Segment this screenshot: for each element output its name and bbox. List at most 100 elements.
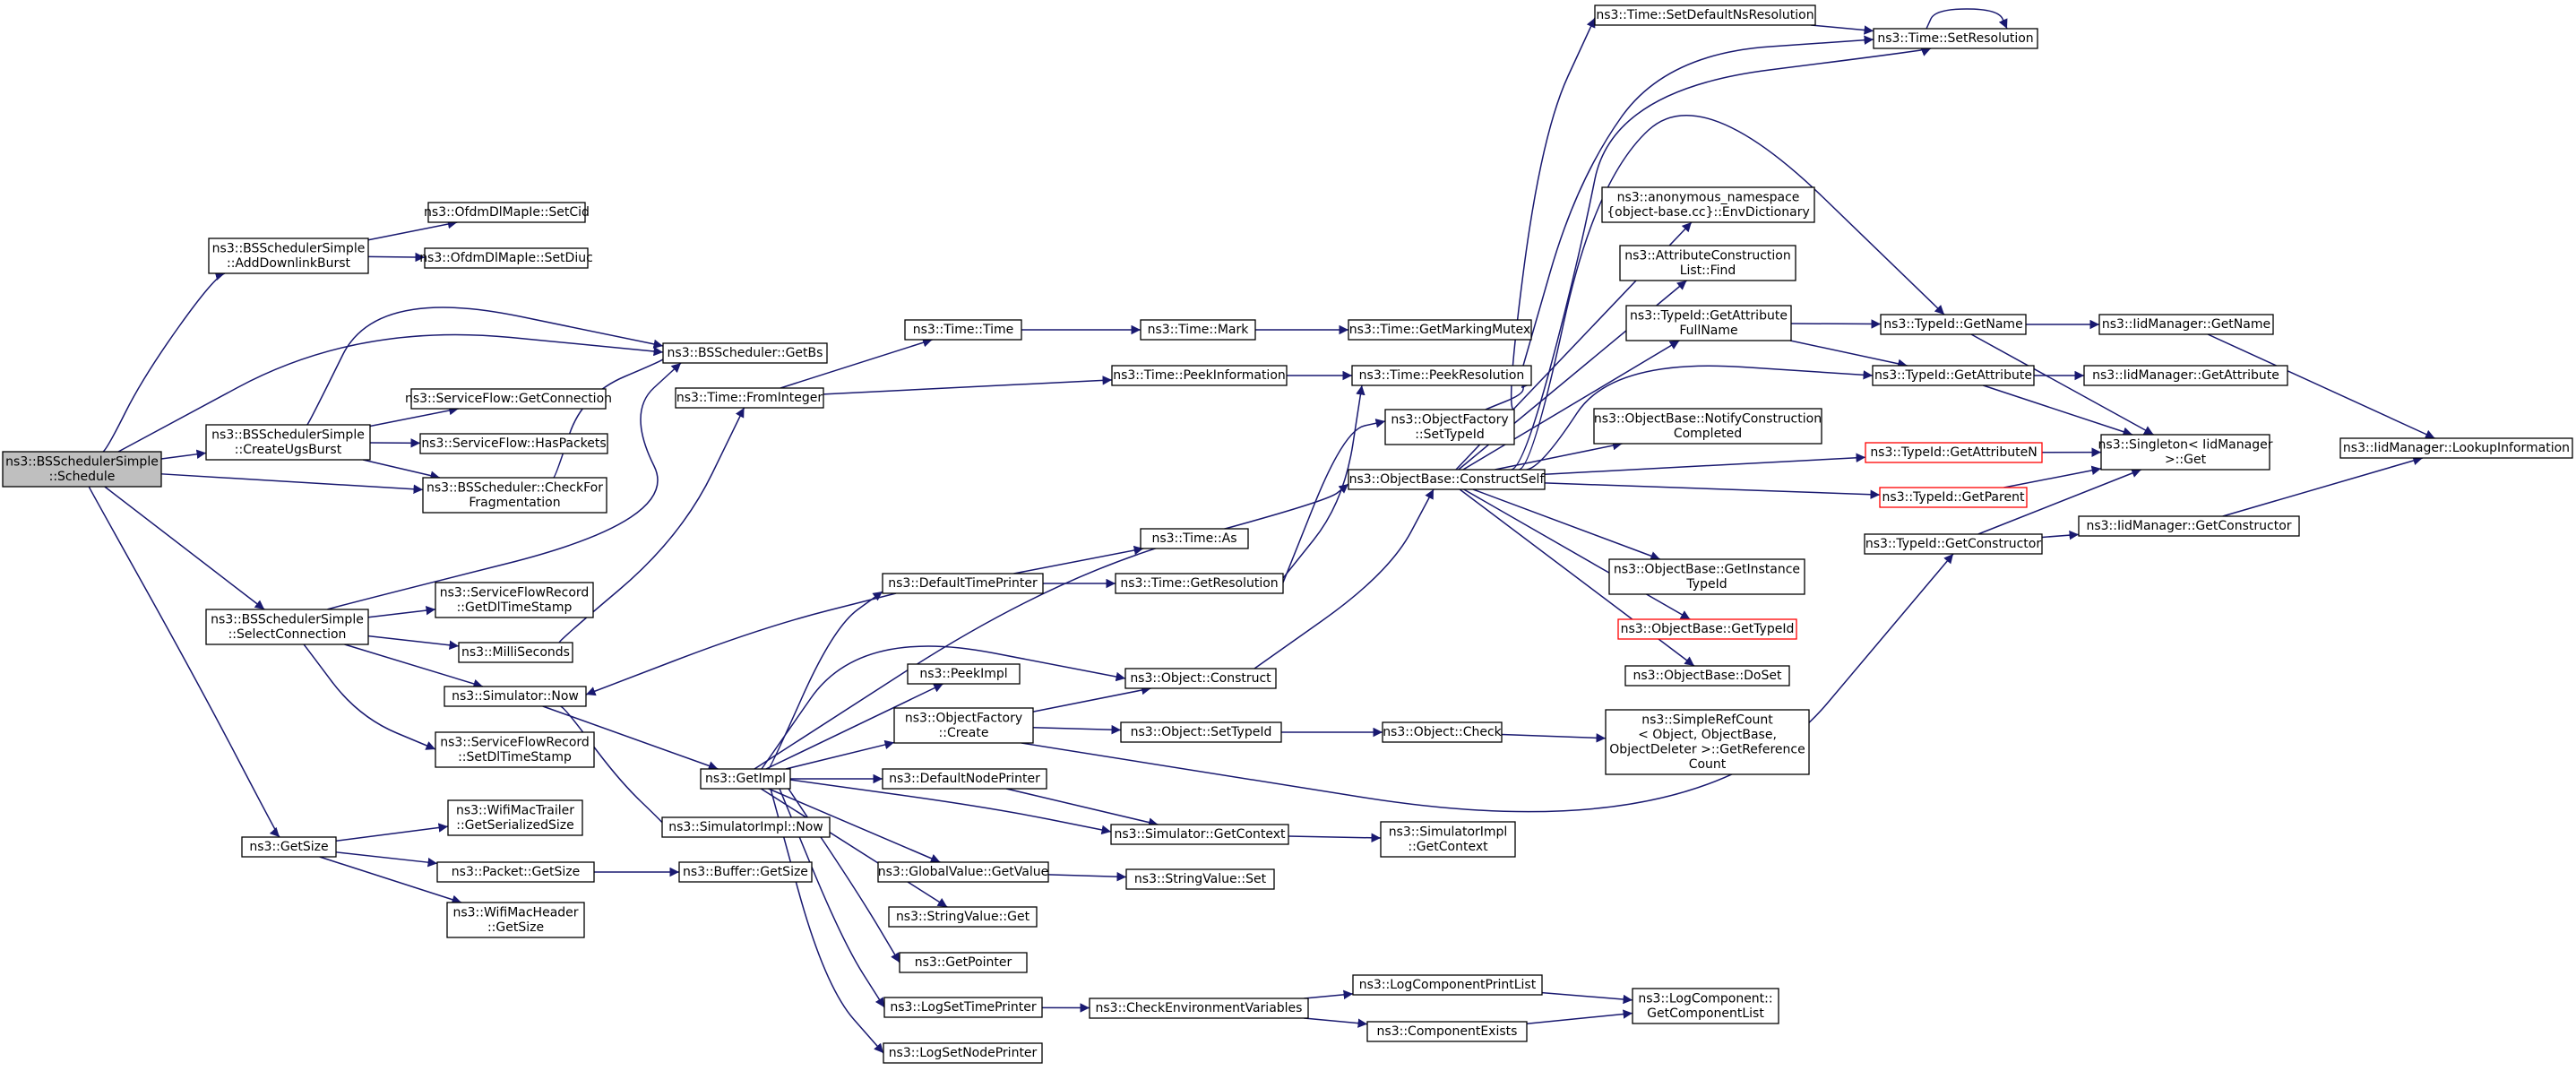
node-obGetTypeId[interactable]: ns3::ObjectBase::GetTypeId [1617,618,1797,640]
node-checkEnvVars[interactable]: ns3::CheckEnvironmentVariables [1089,998,1309,1019]
node-tidGetAttribute[interactable]: ns3::TypeId::GetAttribute [1872,365,2035,386]
node-iidLookup[interactable]: ns3::IidManager::LookupInformation [2339,437,2573,459]
node-getImpl[interactable]: ns3::GetImpl [700,768,791,790]
node-defaultTimePrinter[interactable]: ns3::DefaultTimePrinter [882,573,1044,594]
node-label: ns3::Time::SetResolution [1877,31,2033,46]
node-setDiuc[interactable]: ns3::OfdmDlMapIe::SetDiuc [419,247,593,269]
node-box [1111,365,1288,386]
node-logCompPrintList[interactable]: ns3::LogComponentPrintList [1352,974,1543,996]
node-box [1608,558,1805,595]
node-wifiHeader[interactable]: ns3::WifiMacHeader::GetSize [446,902,585,938]
call-edge [788,788,900,963]
node-getSize[interactable]: ns3::GetSize [241,836,337,858]
node-svGet[interactable]: ns3::StringValue::Get [888,906,1038,928]
node-selectConnection[interactable]: ns3::BSSchedulerSimple::SelectConnection [205,609,369,645]
node-timeAs[interactable]: ns3::Time::As [1140,528,1249,549]
node-box [435,731,595,768]
node-getMarkingMutex[interactable]: ns3::Time::GetMarkingMutex [1348,319,1532,341]
node-componentExists[interactable]: ns3::ComponentExists [1366,1021,1528,1042]
node-simImplGetContext[interactable]: ns3::SimulatorImpl::GetContext [1380,821,1516,858]
node-wifiTrailer[interactable]: ns3::WifiMacTrailer::GetSerializedSize [447,799,583,836]
node-box [446,902,585,938]
node-label: Count [1689,757,1727,772]
edge-arrow [760,788,948,908]
node-sfrSetDl[interactable]: ns3::ServiceFlowRecord::SetDlTimeStamp [435,731,595,768]
node-notifyCompleted[interactable]: ns3::ObjectBase::NotifyConstructionCompl… [1593,408,1822,445]
node-iidGetConstructor[interactable]: ns3::IidManager::GetConstructor [2078,515,2300,537]
call-edge [367,219,458,241]
node-gvGetValue[interactable]: ns3::GlobalValue::GetValue [877,861,1049,883]
node-packetGetSize[interactable]: ns3::Packet::GetSize [436,861,595,883]
node-svSet[interactable]: ns3::StringValue::Set [1125,868,1275,890]
node-setResolution[interactable]: ns3::Time::SetResolution [1873,28,2038,49]
node-setCid[interactable]: ns3::OfdmDlMapIe::SetCid [424,202,590,223]
node-peekInformation[interactable]: ns3::Time::PeekInformation [1111,365,1288,386]
node-obDoSet[interactable]: ns3::ObjectBase::DoSet [1624,665,1790,687]
call-edge [1544,482,1881,499]
node-label: ns3::GetSize [249,840,328,854]
call-edge [765,683,943,770]
node-fromInteger[interactable]: ns3::Time::FromInteger [675,387,824,409]
node-addDownlinkBurst[interactable]: ns3::BSSchedulerSimple::AddDownlinkBurst [208,238,369,274]
node-getComponentList[interactable]: ns3::LogComponent::GetComponentList [1632,988,1779,1024]
node-setDefaultNsRes[interactable]: ns3::Time::SetDefaultNsResolution [1594,4,1816,26]
node-getPointer[interactable]: ns3::GetPointer [899,952,1028,973]
node-timeMark[interactable]: ns3::Time::Mark [1140,319,1256,341]
node-milliSeconds[interactable]: ns3::MilliSeconds [458,642,573,663]
call-edge [1926,8,2008,30]
node-box [1879,487,2028,508]
call-edge [160,449,207,460]
edge-arrow [1983,384,2133,436]
edge-arrow [1544,482,1881,499]
node-ofCreate[interactable]: ns3::ObjectFactory::Create [893,707,1034,744]
node-getParent[interactable]: ns3::TypeId::GetParent [1879,487,2028,508]
call-edge [367,635,460,650]
call-edge [367,252,426,263]
node-peekResolution[interactable]: ns3::Time::PeekResolution [1351,365,1532,386]
node-defaultNodePrinter[interactable]: ns3::DefaultNodePrinter [882,768,1047,790]
node-iidGetAttribute[interactable]: ns3::IidManager::GetAttribute [2083,365,2288,386]
node-iidGetName[interactable]: ns3::IidManager::GetName [2098,314,2274,335]
node-sfHasPackets[interactable]: ns3::ServiceFlow::HasPackets [419,433,608,454]
node-timeTime[interactable]: ns3::Time::Time [904,319,1022,341]
node-simGetContext[interactable]: ns3::Simulator::GetContext [1110,824,1289,845]
node-envDictionary[interactable]: ns3::anonymous_namespace{object-base.cc}… [1601,186,1815,223]
node-label: ns3::ObjectBase::NotifyConstruction [1594,411,1822,426]
node-createUgsBurst[interactable]: ns3::BSSchedulerSimple::CreateUgsBurst [205,424,371,461]
node-logSetTimePrinter[interactable]: ns3::LogSetTimePrinter [883,997,1043,1018]
node-objConstruct[interactable]: ns3::Object::Construct [1124,668,1277,689]
node-simImplNow[interactable]: ns3::SimulatorImpl::Now [661,816,831,838]
node-objSetTypeId[interactable]: ns3::Object::SetTypeId [1120,721,1282,743]
call-edge [1462,340,1680,471]
node-label: ::SetTypeId [1415,428,1485,442]
node-bufferGetSize[interactable]: ns3::Buffer::GetSize [678,861,813,883]
node-logSetNodePrinter[interactable]: ns3::LogSetNodePrinter [883,1042,1043,1064]
node-sfrGetDl[interactable]: ns3::ServiceFlowRecord::GetDlTimeStamp [435,582,594,618]
node-simNow[interactable]: ns3::Simulator::Now [444,686,587,707]
call-edge [1983,384,2133,436]
node-singletonGet[interactable]: ns3::Singleton< IidManager>::Get [2098,434,2273,471]
node-ofSetTypeId[interactable]: ns3::ObjectFactory::SetTypeId [1384,409,1515,445]
node-tidGetName[interactable]: ns3::TypeId::GetName [1880,314,2027,335]
node-tidGetConstructor[interactable]: ns3::TypeId::GetConstructor [1864,533,2043,555]
node-getResolution[interactable]: ns3::Time::GetResolution [1115,573,1284,594]
node-box [208,238,369,274]
node-simpleRefCount[interactable]: ns3::SimpleRefCount< Object, ObjectBase,… [1605,709,1810,775]
node-label: ns3::TypeId::GetParent [1882,490,2025,505]
node-root[interactable]: ns3::BSSchedulerSimple::Schedule [2,451,162,488]
edge-arrow [306,307,664,426]
node-getBs[interactable]: ns3::BSScheduler::GetBs [662,342,828,364]
node-constructSelf[interactable]: ns3::ObjectBase::ConstructSelf [1348,469,1546,490]
node-sfGetConnection[interactable]: ns3::ServiceFlow::GetConnection [405,388,612,410]
node-label: ns3::GlobalValue::GetValue [878,865,1048,879]
node-label: ns3::TypeId::GetAttribute [1874,368,2032,383]
node-peekImpl[interactable]: ns3::PeekImpl [907,663,1021,685]
node-box [1352,974,1543,996]
node-box [1351,365,1532,386]
node-getAttributeN[interactable]: ns3::TypeId::GetAttributeN [1865,442,2043,463]
node-objCheck[interactable]: ns3::Object::Check [1382,721,1503,743]
